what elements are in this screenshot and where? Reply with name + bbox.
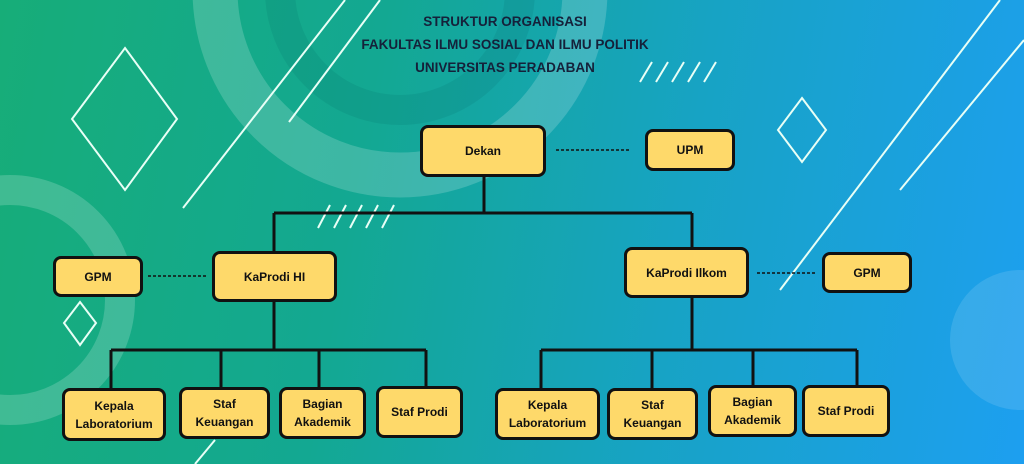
node-hi-bagian-akademik: Bagian Akademik — [279, 387, 366, 439]
node-kaprodi-ilkom: KaProdi Ilkom — [624, 247, 749, 298]
chart-title-line-2: FAKULTAS ILMU SOSIAL DAN ILMU POLITIK — [361, 37, 649, 52]
chart-title-line-1: STRUKTUR ORGANISASI — [423, 14, 587, 29]
node-hi-staf-prodi: Staf Prodi — [376, 386, 463, 438]
chart-title-line-3: UNIVERSITAS PERADABAN — [415, 60, 595, 75]
node-ilkom-bagian-akademik: Bagian Akademik — [708, 385, 797, 437]
node-upm: UPM — [645, 129, 735, 171]
node-gpm-hi: GPM — [53, 256, 143, 297]
node-hi-staf-keuangan: Staf Keuangan — [179, 387, 270, 439]
node-ilkom-kepala-laboratorium: Kepala Laboratorium — [495, 388, 600, 440]
node-gpm-ilkom: GPM — [822, 252, 912, 293]
node-ilkom-staf-prodi: Staf Prodi — [802, 385, 890, 437]
node-kaprodi-hi: KaProdi HI — [212, 251, 337, 302]
node-hi-kepala-laboratorium: Kepala Laboratorium — [62, 388, 166, 441]
node-ilkom-staf-keuangan: Staf Keuangan — [607, 388, 698, 440]
node-dekan: Dekan — [420, 125, 546, 177]
